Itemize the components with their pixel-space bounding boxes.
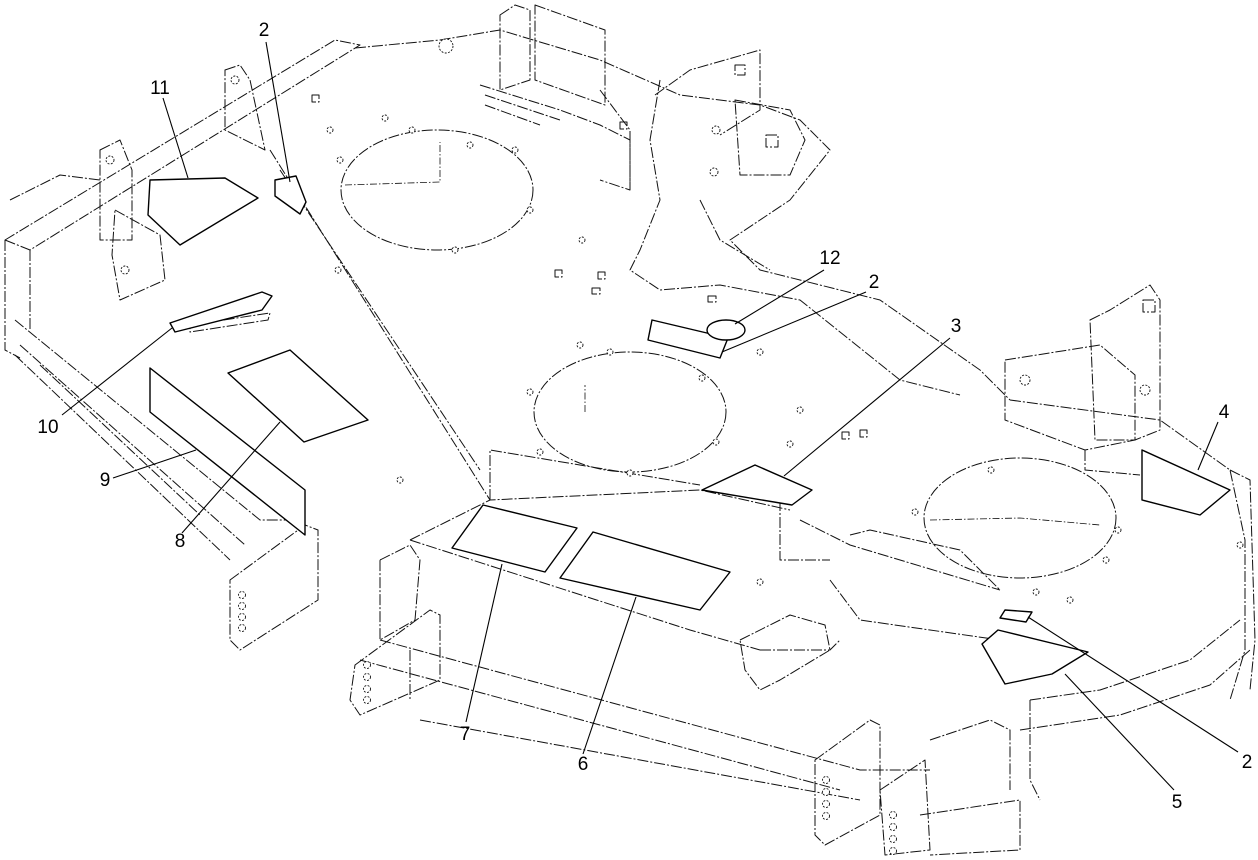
callout-2-center: 2 [869, 272, 880, 293]
leader-lines [61, 41, 1239, 791]
decals [147, 175, 1231, 685]
callout-8: 8 [175, 531, 186, 552]
decal-2-rear [274, 175, 307, 215]
callout-3: 3 [951, 316, 962, 337]
callout-12: 12 [819, 248, 840, 269]
callout-5: 5 [1172, 792, 1183, 813]
decal-11 [147, 177, 259, 246]
callout-2-rear: 2 [259, 20, 270, 41]
decal-12 [706, 319, 746, 341]
callout-10: 10 [37, 417, 58, 438]
decal-9 [149, 367, 306, 536]
decal-8 [227, 349, 369, 443]
decal-5 [981, 629, 1089, 685]
decal-10 [169, 291, 273, 333]
callout-11: 11 [150, 78, 170, 99]
callout-2-front: 2 [1242, 752, 1253, 773]
decal-12-plate [647, 319, 729, 359]
decal-6 [559, 531, 731, 611]
callout-9: 9 [100, 470, 111, 491]
callout-7: 7 [460, 724, 471, 745]
decal-4 [1141, 449, 1231, 516]
decal-7 [451, 504, 578, 573]
decal-2-front [999, 609, 1033, 623]
callout-6: 6 [578, 754, 589, 775]
callout-labels: 2 11 12 2 3 4 10 9 8 7 6 5 2 [37, 20, 1252, 813]
mower-deck-outline [4, 4, 1256, 856]
decal-3 [701, 464, 813, 506]
callout-4: 4 [1219, 402, 1230, 423]
